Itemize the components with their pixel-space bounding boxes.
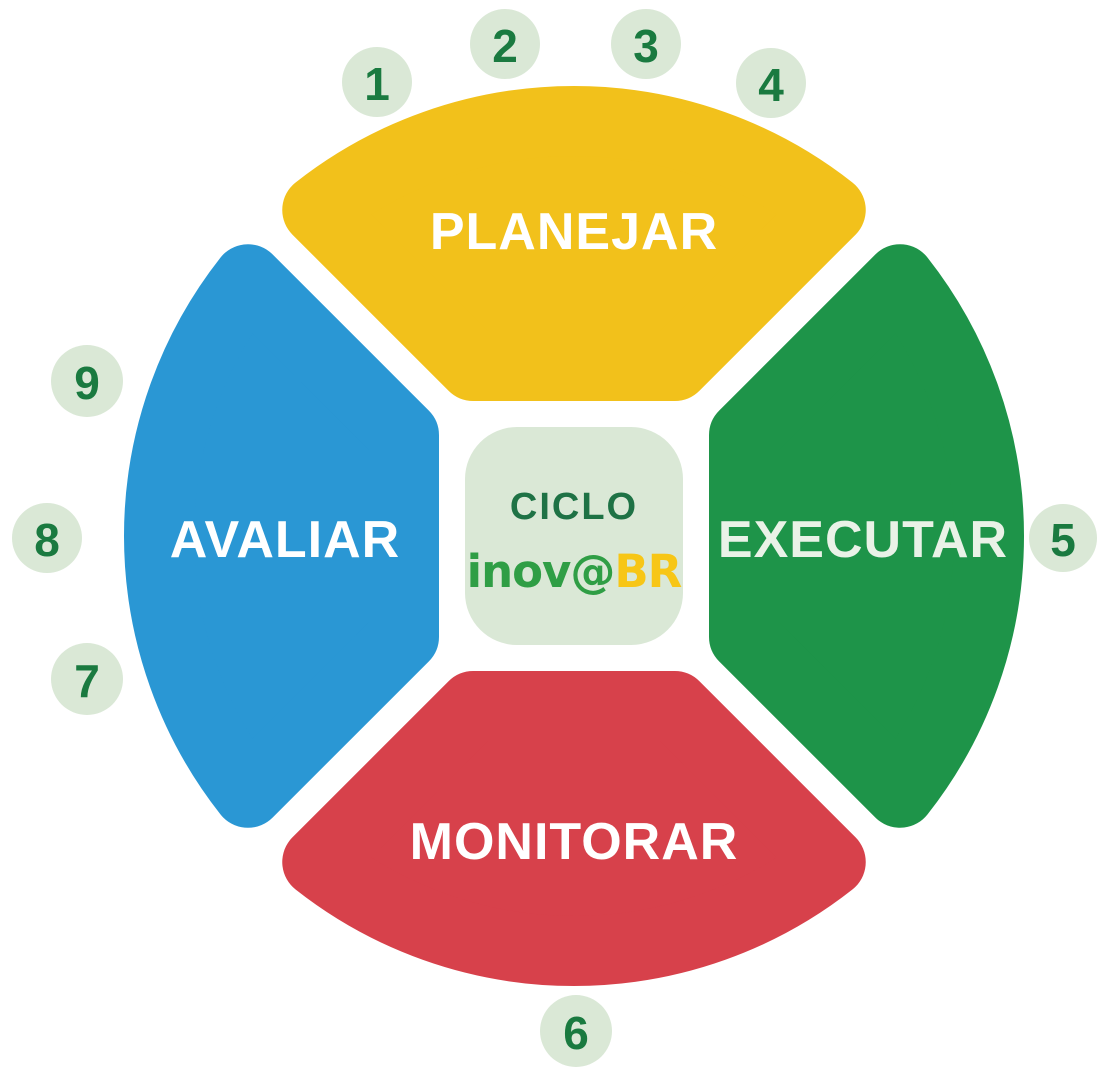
step-number-6: 6 [563,1007,589,1059]
center-badge-logo: inov@BR [467,545,682,598]
step-number-1: 1 [364,58,390,110]
step-marker-6: 6 [540,995,612,1067]
step-circle-7 [51,643,123,715]
quadrant-label-planejar: PLANEJAR [430,203,718,261]
step-marker-4: 4 [736,48,806,118]
quadrant-label-monitorar: MONITORAR [410,813,739,871]
quadrant-shape-executar [709,244,1024,828]
step-number-4: 4 [758,59,784,111]
step-circle-2 [470,9,540,79]
quadrant-label-avaliar: AVALIAR [170,511,400,569]
step-marker-5: 5 [1029,504,1097,572]
step-number-8: 8 [34,514,60,566]
step-number-2: 2 [492,20,518,72]
center-badge: CICLO inov@BR [465,427,683,645]
step-circle-5 [1029,504,1097,572]
center-badge-background [465,427,683,645]
step-marker-1: 1 [342,47,412,117]
step-marker-3: 3 [611,9,681,79]
quadrant-shape-monitorar [282,671,866,986]
step-circle-3 [611,9,681,79]
step-marker-9: 9 [51,345,123,417]
step-circle-1 [342,47,412,117]
step-number-7: 7 [74,655,100,707]
step-marker-2: 2 [470,9,540,79]
step-number-3: 3 [633,20,659,72]
quadrant-shape-planejar [282,86,866,401]
step-number-9: 9 [74,357,100,409]
step-circle-8 [12,503,82,573]
step-circle-9 [51,345,123,417]
step-marker-8: 8 [12,503,82,573]
step-marker-7: 7 [51,643,123,715]
step-number-5: 5 [1050,514,1076,566]
quadrant-shape-avaliar [124,244,439,828]
logo-br-text: BR [614,545,681,598]
step-circle-4 [736,48,806,118]
center-badge-title: CICLO [510,486,638,528]
quadrant-label-executar: EXECUTAR [718,511,1008,569]
step-circle-6 [540,995,612,1067]
logo-inova-text: inov@ [467,545,615,598]
